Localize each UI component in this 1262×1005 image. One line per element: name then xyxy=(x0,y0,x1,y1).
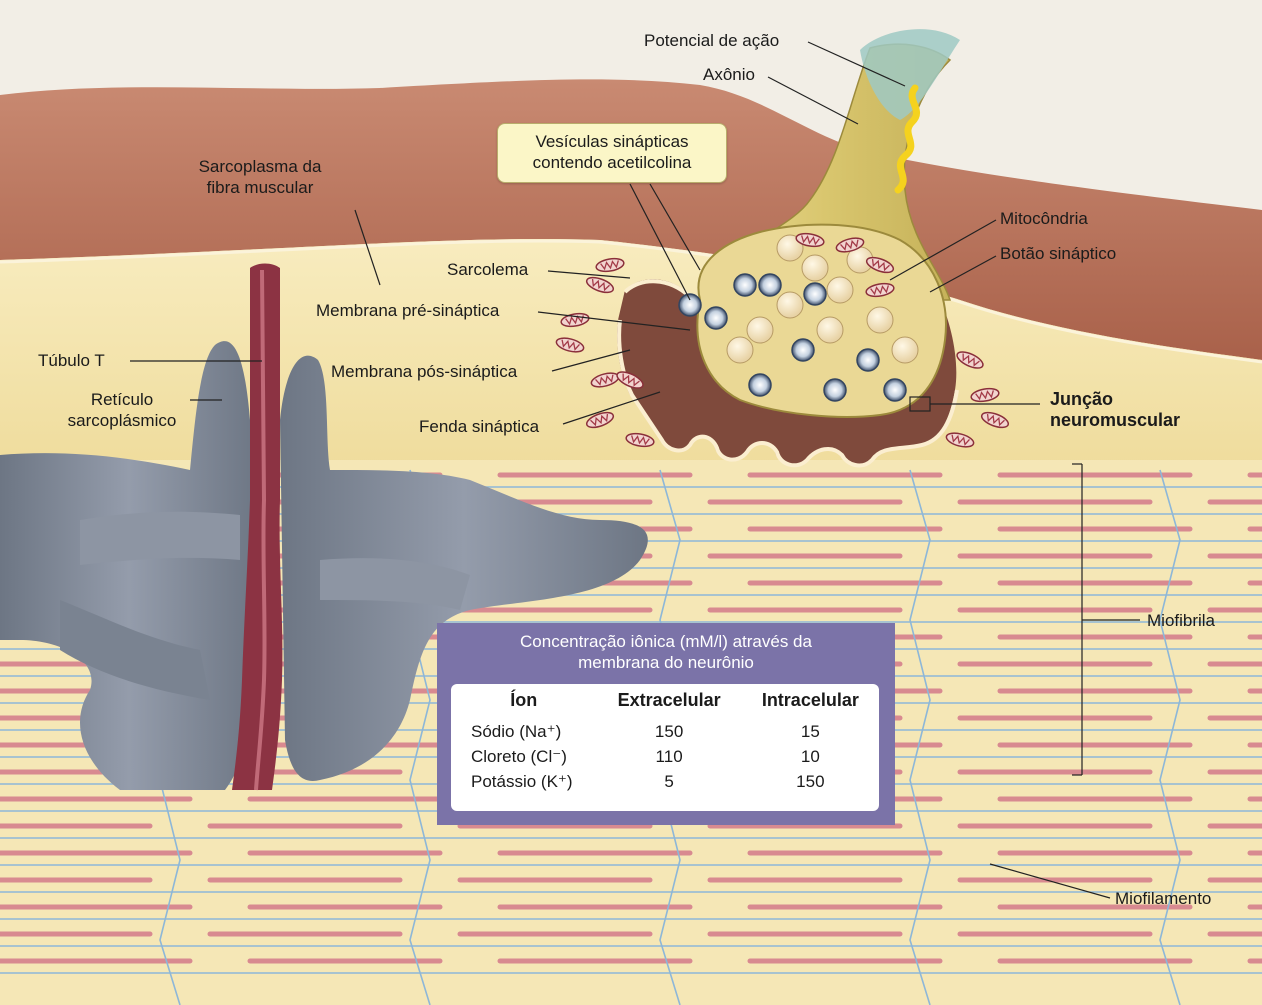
label-juncao-line2: neuromuscular xyxy=(1050,410,1180,431)
label-reticulo-line2: sarcoplásmico xyxy=(52,410,192,431)
ion-table-title: Concentração iônica (mM/l) através da me… xyxy=(437,631,895,673)
label-potencial-acao: Potencial de ação xyxy=(644,30,779,51)
vesicle xyxy=(727,337,753,363)
acetylcholine-vesicle xyxy=(734,274,756,296)
vesicle xyxy=(747,317,773,343)
ion-name: Potássio (K⁺) xyxy=(451,769,597,794)
intracellular-value: 10 xyxy=(742,744,879,769)
label-axonio: Axônio xyxy=(703,64,755,85)
label-vesiculas-line2: contendo acetilcolina xyxy=(498,152,726,173)
ion-name: Cloreto (Cl⁻) xyxy=(451,744,597,769)
label-membrana-pre: Membrana pré-sináptica xyxy=(316,300,499,321)
label-miofibrila: Miofibrila xyxy=(1147,610,1215,631)
table-row: Potássio (K⁺) 5 150 xyxy=(451,769,879,794)
ion-table-card: Íon Extracelular Intracelular Sódio (Na⁺… xyxy=(451,684,879,811)
label-reticulo-line1: Retículo xyxy=(52,389,192,410)
acetylcholine-vesicle xyxy=(884,379,906,401)
label-juncao: Junção neuromuscular xyxy=(1050,389,1180,431)
header-intracelular: Intracelular xyxy=(742,688,879,719)
acetylcholine-vesicle xyxy=(857,349,879,371)
extracellular-value: 5 xyxy=(597,769,742,794)
header-extracelular: Extracelular xyxy=(597,688,742,719)
acetylcholine-vesicle xyxy=(804,283,826,305)
vesicle xyxy=(827,277,853,303)
vesicle xyxy=(892,337,918,363)
vesicle xyxy=(777,292,803,318)
ion-table: Íon Extracelular Intracelular Sódio (Na⁺… xyxy=(451,688,879,794)
vesicle xyxy=(817,317,843,343)
intracellular-value: 15 xyxy=(742,719,879,744)
label-tubulo-t: Túbulo T xyxy=(38,350,105,371)
label-vesiculas-line1: Vesículas sinápticas xyxy=(498,131,726,152)
label-fenda: Fenda sináptica xyxy=(419,416,539,437)
ion-name: Sódio (Na⁺) xyxy=(451,719,597,744)
label-reticulo: Retículo sarcoplásmico xyxy=(52,389,192,431)
ion-table-header-row: Íon Extracelular Intracelular xyxy=(451,688,879,719)
extracellular-value: 110 xyxy=(597,744,742,769)
label-sarcoplasma: Sarcoplasma da fibra muscular xyxy=(185,156,335,198)
vesicle xyxy=(802,255,828,281)
extracellular-value: 150 xyxy=(597,719,742,744)
acetylcholine-vesicle xyxy=(824,379,846,401)
label-membrana-pos: Membrana pós-sináptica xyxy=(331,361,517,382)
acetylcholine-vesicle xyxy=(792,339,814,361)
acetylcholine-vesicle xyxy=(759,274,781,296)
vesicle xyxy=(867,307,893,333)
acetylcholine-vesicle xyxy=(679,294,701,316)
label-juncao-line1: Junção xyxy=(1050,389,1180,410)
label-sarcoplasma-line2: fibra muscular xyxy=(185,177,335,198)
acetylcholine-vesicle xyxy=(705,307,727,329)
label-botao-sinaptico: Botão sináptico xyxy=(1000,243,1116,264)
label-sarcolema: Sarcolema xyxy=(447,259,528,280)
label-mitocondria: Mitocôndria xyxy=(1000,208,1088,229)
vesicles-callout: Vesículas sinápticas contendo acetilcoli… xyxy=(497,123,727,183)
header-ion: Íon xyxy=(451,688,597,719)
intracellular-value: 150 xyxy=(742,769,879,794)
label-sarcoplasma-line1: Sarcoplasma da xyxy=(185,156,335,177)
ion-concentration-panel: Concentração iônica (mM/l) através da me… xyxy=(437,623,895,825)
acetylcholine-vesicle xyxy=(749,374,771,396)
ion-table-title-line2: membrana do neurônio xyxy=(437,652,895,673)
label-miofilamento: Miofilamento xyxy=(1115,888,1211,909)
table-row: Cloreto (Cl⁻) 110 10 xyxy=(451,744,879,769)
table-row: Sódio (Na⁺) 150 15 xyxy=(451,719,879,744)
ion-table-title-line1: Concentração iônica (mM/l) através da xyxy=(437,631,895,652)
